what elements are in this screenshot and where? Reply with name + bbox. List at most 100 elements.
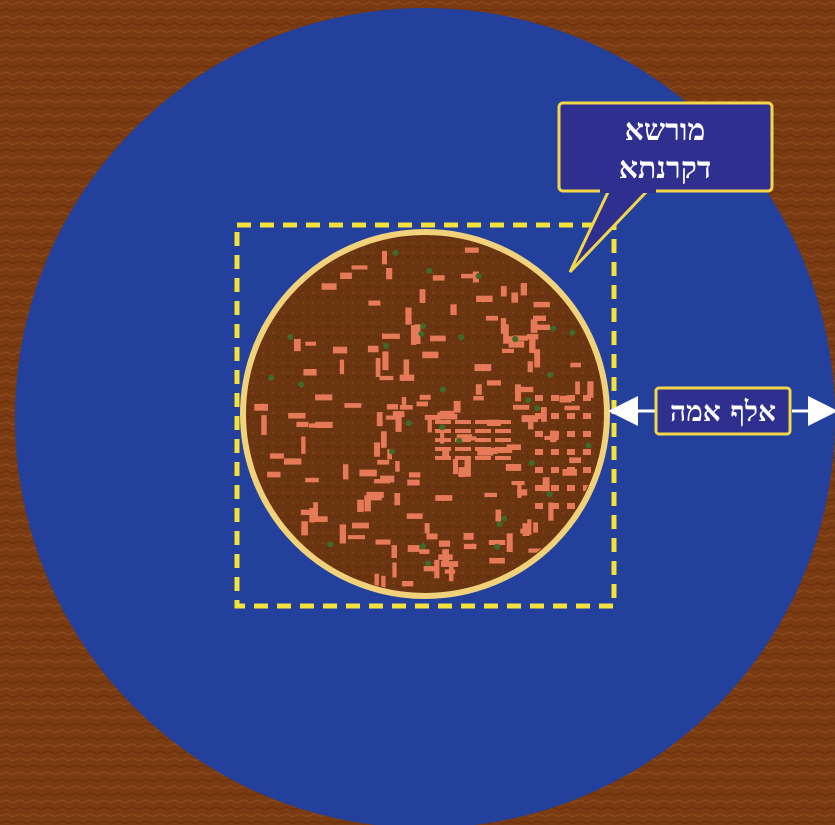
building	[583, 431, 591, 437]
building	[284, 458, 301, 464]
building	[535, 395, 543, 401]
building	[344, 403, 361, 408]
building	[465, 458, 471, 476]
building	[475, 364, 492, 371]
building	[489, 558, 505, 564]
building	[459, 467, 465, 477]
building	[428, 418, 432, 432]
building	[405, 308, 411, 325]
building	[495, 429, 511, 433]
building	[340, 524, 346, 543]
tree	[547, 372, 553, 378]
building	[407, 480, 419, 486]
building	[427, 534, 438, 540]
building	[430, 336, 446, 342]
tree	[420, 543, 426, 549]
tree	[418, 331, 424, 337]
tree	[497, 521, 503, 527]
building	[535, 449, 543, 455]
tree	[327, 542, 333, 548]
building	[515, 384, 521, 401]
tree	[550, 326, 556, 332]
building	[583, 449, 591, 455]
building	[484, 493, 497, 497]
building	[382, 334, 400, 339]
building	[382, 251, 387, 264]
tree	[525, 397, 531, 403]
building	[392, 563, 396, 578]
building	[529, 340, 535, 354]
building	[521, 283, 527, 295]
tree	[420, 323, 426, 329]
building	[374, 442, 380, 456]
building	[534, 302, 550, 307]
building	[380, 376, 394, 380]
building	[569, 457, 581, 463]
tree	[268, 375, 274, 381]
building	[535, 485, 543, 491]
building	[551, 413, 559, 419]
building	[380, 476, 394, 483]
building	[465, 248, 479, 253]
tree	[529, 460, 535, 466]
building	[442, 549, 449, 563]
building	[435, 420, 451, 424]
building	[535, 413, 543, 419]
building	[365, 495, 371, 511]
building	[513, 405, 529, 410]
building	[270, 453, 284, 458]
building	[267, 472, 280, 478]
building	[382, 351, 388, 370]
building	[392, 545, 398, 558]
tree	[456, 438, 462, 444]
tree	[439, 424, 445, 430]
building	[551, 467, 559, 473]
building	[305, 342, 316, 346]
building	[464, 544, 477, 549]
building	[506, 464, 521, 471]
tree	[547, 491, 553, 497]
building	[511, 293, 518, 303]
building	[408, 545, 420, 552]
building	[567, 395, 575, 401]
building	[376, 358, 381, 377]
building	[495, 420, 511, 424]
building	[495, 456, 511, 460]
building	[551, 449, 559, 455]
tree	[476, 273, 482, 279]
building	[343, 464, 348, 479]
tree	[534, 405, 540, 411]
building	[527, 334, 538, 340]
building	[435, 456, 451, 460]
building	[425, 523, 430, 533]
building	[261, 415, 266, 435]
building	[535, 503, 543, 509]
building	[475, 438, 491, 442]
building	[348, 535, 365, 539]
tree	[389, 449, 395, 455]
building	[567, 413, 575, 419]
building	[476, 384, 482, 395]
tree	[458, 334, 464, 340]
building	[377, 460, 389, 465]
building	[475, 420, 491, 424]
building	[464, 533, 474, 540]
building	[455, 429, 471, 433]
building	[417, 402, 429, 407]
building	[377, 412, 383, 426]
building	[357, 500, 364, 512]
building	[402, 581, 413, 586]
building	[517, 484, 521, 498]
building	[551, 395, 559, 401]
building	[473, 396, 484, 400]
building	[583, 413, 591, 419]
building	[453, 459, 458, 474]
building	[368, 346, 379, 353]
building	[433, 275, 445, 280]
building	[475, 429, 491, 433]
building	[352, 265, 368, 269]
building	[551, 503, 559, 509]
tree	[298, 382, 304, 388]
building	[422, 352, 438, 359]
building	[575, 381, 580, 394]
